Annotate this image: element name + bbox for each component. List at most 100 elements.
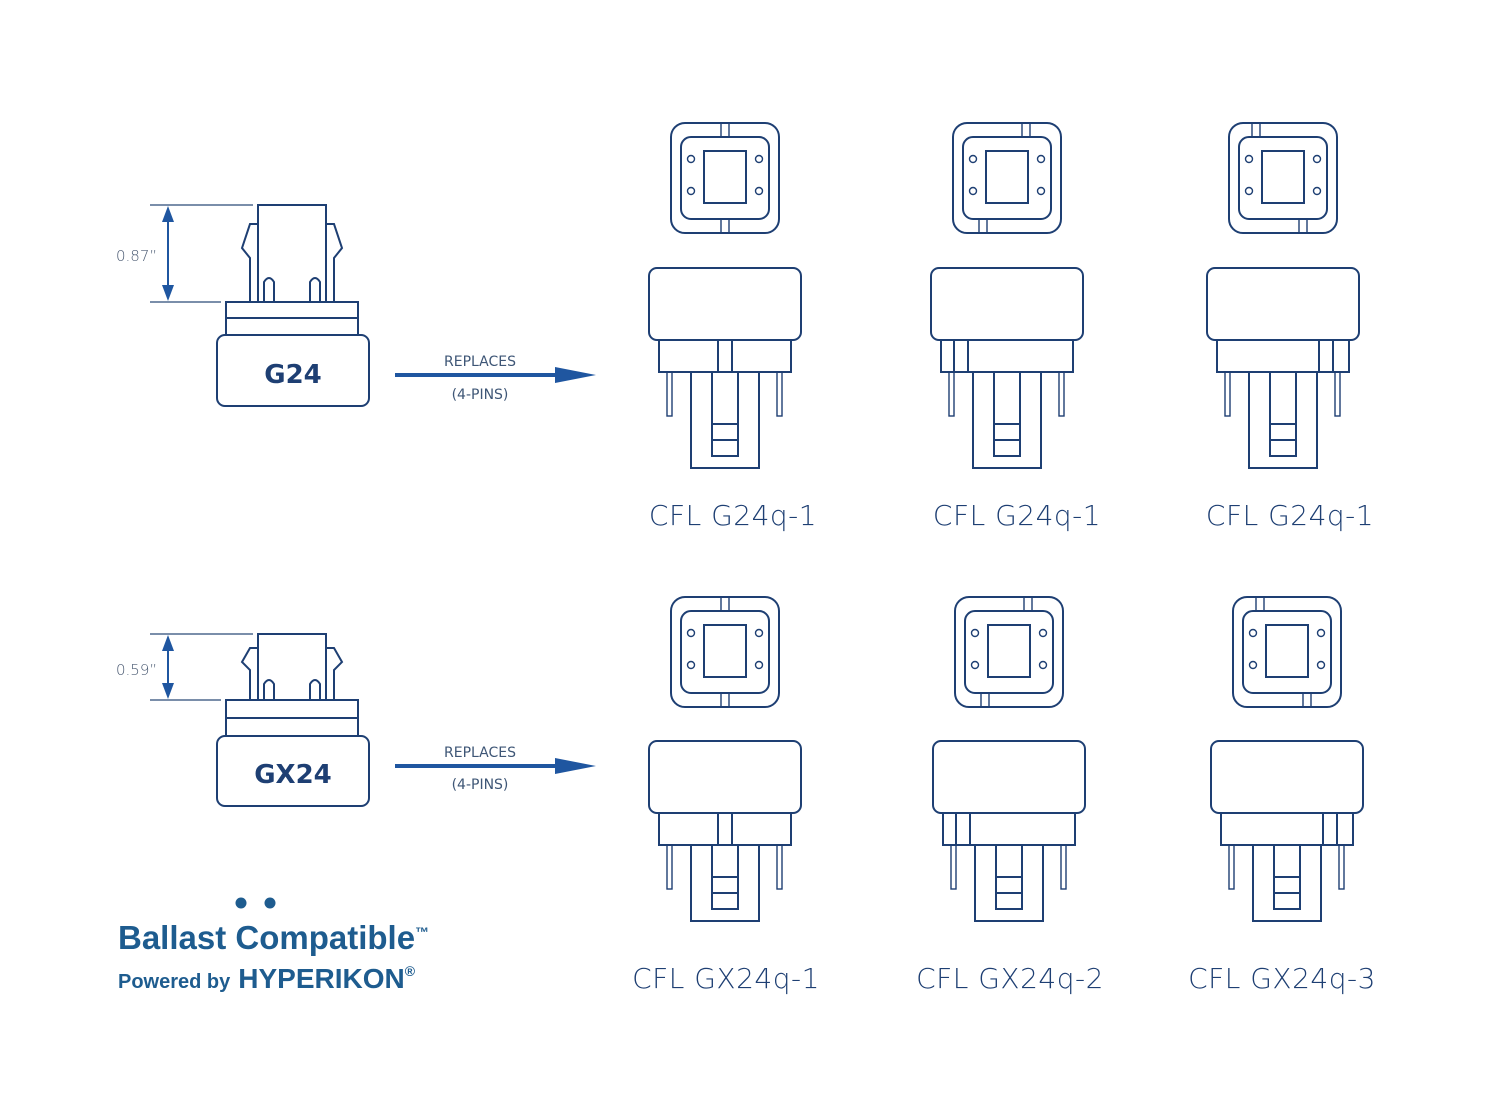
lamp-housing bbox=[1210, 740, 1364, 814]
key-notch bbox=[720, 692, 730, 708]
pin bbox=[1058, 371, 1065, 417]
pin-hole-icon bbox=[686, 154, 696, 164]
replaces-arrow: REPLACES (4-PINS) bbox=[395, 354, 596, 403]
center-window bbox=[1265, 624, 1309, 678]
lamp-side-view bbox=[932, 740, 1086, 922]
lamp-caption: CFL G24q-1 bbox=[933, 499, 1101, 532]
outer-frame bbox=[1232, 596, 1342, 708]
outer-frame bbox=[952, 122, 1062, 234]
pin-hole-icon bbox=[968, 186, 978, 196]
replaces-label: REPLACES bbox=[444, 354, 516, 370]
key-notch bbox=[978, 218, 988, 234]
inner-frame bbox=[1242, 610, 1332, 694]
pin bbox=[1338, 844, 1345, 890]
lamp-caption: CFL G24q-1 bbox=[649, 499, 817, 532]
lamp-drawing bbox=[930, 122, 1084, 469]
lamp-top-view bbox=[1228, 122, 1338, 234]
pin-hole-icon bbox=[754, 660, 764, 670]
lamp-base bbox=[942, 812, 1076, 846]
pin-hole-icon bbox=[754, 154, 764, 164]
pin bbox=[776, 844, 783, 890]
pin-hole-icon bbox=[1248, 660, 1258, 670]
key-notch bbox=[1302, 692, 1312, 708]
pin-hole-icon bbox=[1038, 628, 1048, 638]
lamp-housing bbox=[930, 267, 1084, 341]
pin-hole-icon bbox=[1248, 628, 1258, 638]
dimension-marker: 0.87” bbox=[116, 204, 253, 303]
replaces-arrow: REPLACES (4-PINS) bbox=[395, 745, 596, 793]
base-drawing: G24 bbox=[216, 204, 370, 407]
base-g24: 0.87” G24 bbox=[116, 204, 370, 407]
pin bbox=[1060, 844, 1067, 890]
pin-hole-icon bbox=[1036, 154, 1046, 164]
replaces-label: REPLACES bbox=[444, 745, 516, 761]
pin bbox=[666, 371, 673, 417]
lamp-base bbox=[1220, 812, 1354, 846]
center-post bbox=[1248, 371, 1318, 469]
outer-frame bbox=[670, 596, 780, 708]
pin bbox=[666, 844, 673, 890]
center-post bbox=[690, 371, 760, 469]
lamp-caption: CFL G24q-1 bbox=[1206, 499, 1374, 532]
center-window bbox=[985, 150, 1029, 204]
pin bbox=[948, 371, 955, 417]
key-notch bbox=[720, 596, 730, 612]
lamp-caption: CFL GX24q-2 bbox=[916, 962, 1104, 995]
brand-dot bbox=[235, 897, 247, 909]
lamp-housing bbox=[1206, 267, 1360, 341]
lamp-base bbox=[940, 339, 1074, 373]
brand-dot bbox=[264, 897, 276, 909]
lamp-drawing bbox=[648, 596, 802, 922]
pin-hole-icon bbox=[968, 154, 978, 164]
lamp-base bbox=[1216, 339, 1350, 373]
replacement-lamps bbox=[648, 122, 1364, 922]
center-window bbox=[703, 150, 747, 204]
pin-hole-icon bbox=[754, 628, 764, 638]
pin bbox=[776, 371, 783, 417]
key-tab bbox=[717, 812, 733, 846]
post-slot bbox=[1269, 371, 1297, 457]
key-notch bbox=[1021, 122, 1031, 138]
pins-label: (4-PINS) bbox=[452, 777, 509, 793]
inner-frame bbox=[680, 610, 770, 694]
pin-hole-icon bbox=[1038, 660, 1048, 670]
key-tab bbox=[717, 339, 733, 373]
pin-hole-icon bbox=[686, 628, 696, 638]
lamp-drawing bbox=[648, 122, 802, 469]
pin-hole-icon bbox=[1312, 186, 1322, 196]
arrow-right-icon bbox=[555, 367, 596, 383]
lamp-housing bbox=[648, 267, 802, 341]
post-slot bbox=[711, 371, 739, 457]
inner-frame bbox=[1238, 136, 1328, 220]
arrow-right-icon bbox=[555, 758, 596, 774]
lamp-drawing bbox=[1210, 596, 1364, 922]
pin-hole-icon bbox=[1036, 186, 1046, 196]
dimension-label: 0.87” bbox=[116, 247, 157, 265]
lamp-caption: CFL GX24q-1 bbox=[632, 962, 820, 995]
pin-hole-icon bbox=[1316, 628, 1326, 638]
lamp-housing bbox=[648, 740, 802, 814]
center-window bbox=[703, 624, 747, 678]
lamp-housing bbox=[932, 740, 1086, 814]
pin-hole-icon bbox=[686, 660, 696, 670]
lamp-side-view bbox=[648, 740, 802, 922]
key-notch bbox=[980, 692, 990, 708]
lamp-drawing bbox=[932, 596, 1086, 922]
base-label: G24 bbox=[264, 360, 322, 390]
pin bbox=[1224, 371, 1231, 417]
base-drawing: GX24 bbox=[216, 633, 370, 807]
lamp-side-view bbox=[648, 267, 802, 469]
pin bbox=[1228, 844, 1235, 890]
outer-frame bbox=[1228, 122, 1338, 234]
key-notch bbox=[1255, 596, 1265, 612]
brand-line-1: Ballast Compatible™ bbox=[118, 919, 429, 956]
key-tab bbox=[955, 812, 971, 846]
key-notch bbox=[720, 218, 730, 234]
pin-hole-icon bbox=[970, 660, 980, 670]
lamp-caption: CFL GX24q-3 bbox=[1188, 962, 1376, 995]
inner-frame bbox=[964, 610, 1054, 694]
outer-frame bbox=[670, 122, 780, 234]
